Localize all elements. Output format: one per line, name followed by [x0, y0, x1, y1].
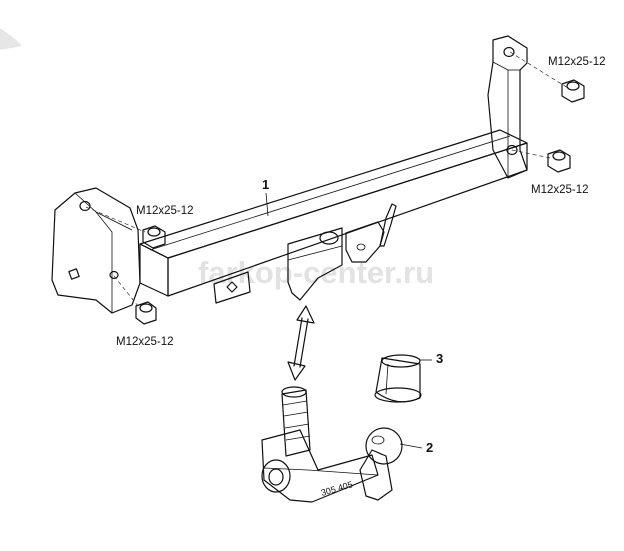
small-plate — [213, 271, 251, 304]
ball-neck — [261, 386, 403, 503]
nut-left-lower — [113, 275, 157, 325]
bolt-label-left-upper: M12x25-12 — [136, 205, 194, 217]
right-bracket — [487, 35, 528, 179]
nut-left-upper — [85, 206, 166, 249]
left-bracket — [51, 187, 141, 314]
bolt-label-top-right-upper: M12x25-12 — [548, 56, 606, 68]
watermark-text: farkop-center.ru — [198, 255, 434, 290]
callout-leader-ball — [399, 443, 423, 449]
callout-number-bar: 1 — [262, 177, 269, 192]
ball-neck-stamp: 305 405 — [320, 479, 354, 498]
nut-top-right-lower — [511, 149, 571, 173]
callout-leader-bar — [265, 192, 269, 217]
bolt-label-top-right-lower: M12x25-12 — [531, 184, 589, 196]
callout-number-cap: 3 — [436, 351, 443, 366]
bolt-label-left-lower: M12x25-12 — [116, 336, 174, 348]
callout-number-ball: 2 — [426, 440, 433, 455]
ball-cap — [374, 354, 422, 403]
insert-direction-arrow — [287, 305, 315, 381]
socket-plate — [345, 203, 397, 263]
receiver-housing — [287, 227, 343, 301]
corner-tab — [0, 28, 22, 50]
nut-top-right-upper — [509, 51, 585, 103]
